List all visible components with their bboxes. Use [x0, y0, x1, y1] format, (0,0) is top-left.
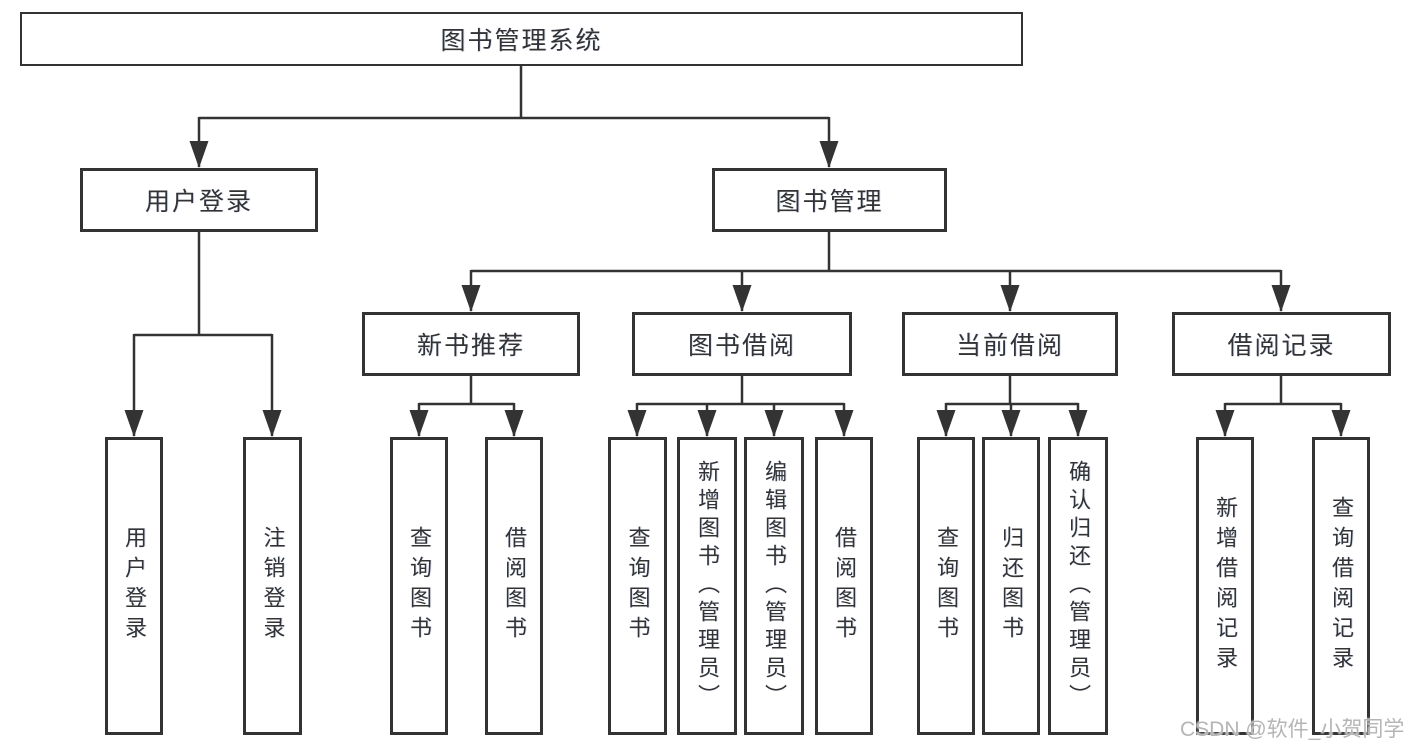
node-label: 注销登录 — [260, 526, 286, 646]
node-query-borrow-record: 查询借阅记录 — [1312, 437, 1370, 735]
node-query-books-recommend: 查询图书 — [390, 437, 448, 735]
node-book-management: 图书管理 — [712, 168, 947, 232]
node-label: 图书管理系统 — [440, 27, 603, 55]
node-label: 归还图书 — [999, 526, 1024, 646]
node-label: 查询借阅记录 — [1329, 496, 1354, 676]
node-confirm-return-admin: 确认归还（管理员） — [1048, 437, 1108, 735]
node-edit-books-admin: 编辑图书（管理员） — [744, 437, 804, 735]
node-current-borrowing: 当前借阅 — [902, 312, 1118, 376]
node-label: 查询图书 — [407, 526, 432, 646]
node-label: 新书推荐 — [416, 332, 525, 360]
node-label: 新增借阅记录 — [1213, 496, 1238, 676]
node-new-book-recommend: 新书推荐 — [362, 312, 580, 376]
node-label: 用户登录 — [122, 526, 147, 646]
node-query-books-borrow: 查询图书 — [608, 437, 667, 735]
node-library-system: 图书管理系统 — [20, 12, 1023, 66]
node-user-login: 用户登录 — [80, 168, 318, 232]
node-label: 图书借阅 — [687, 332, 796, 360]
node-borrowing-records: 借阅记录 — [1172, 312, 1391, 376]
node-add-borrow-record: 新增借阅记录 — [1196, 437, 1254, 735]
node-label: 编辑图书（管理员） — [762, 460, 787, 712]
node-user-login-action: 用户登录 — [105, 437, 163, 735]
node-label: 用户登录 — [144, 188, 253, 216]
node-logout-action: 注销登录 — [243, 437, 302, 735]
node-return-books: 归还图书 — [982, 437, 1040, 735]
node-label: 确认归还（管理员） — [1066, 460, 1091, 712]
node-borrow-books: 借阅图书 — [815, 437, 873, 735]
node-book-borrowing: 图书借阅 — [632, 312, 852, 376]
node-label: 图书管理 — [775, 188, 884, 216]
csdn-watermark: CSDN @软件_小贺同学 — [1180, 718, 1405, 741]
node-label: 新增图书（管理员） — [695, 460, 720, 712]
node-label: 查询图书 — [625, 526, 651, 646]
node-query-books-current: 查询图书 — [917, 437, 975, 735]
node-borrow-books-recommend: 借阅图书 — [485, 437, 543, 735]
node-label: 当前借阅 — [955, 332, 1064, 360]
node-label: 借阅图书 — [502, 526, 527, 646]
node-label: 查询图书 — [934, 526, 959, 646]
node-label: 借阅图书 — [832, 526, 857, 646]
node-add-books-admin: 新增图书（管理员） — [677, 437, 737, 735]
node-label: 借阅记录 — [1227, 332, 1336, 360]
